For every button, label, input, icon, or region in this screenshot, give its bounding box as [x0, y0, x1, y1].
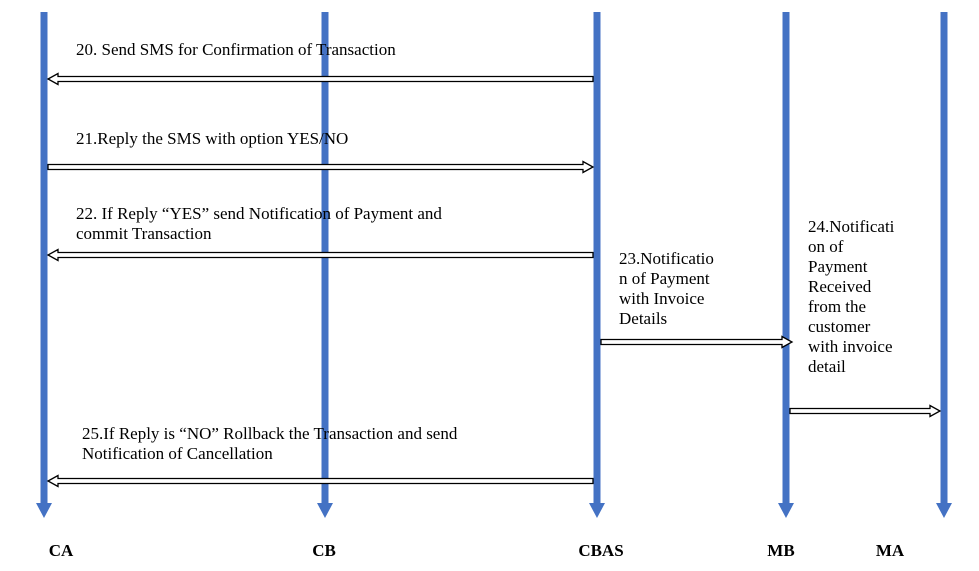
msg-23-arrow	[600, 335, 794, 349]
actor-label-mb: MB	[767, 541, 795, 560]
message-arrows	[46, 72, 942, 488]
msg-25-arrow	[46, 474, 594, 488]
message-23-text: 23.Notificatio n of Payment with Invoice…	[619, 249, 714, 328]
lifeline-mb-arrowhead	[778, 503, 794, 518]
message-24-text: 24.Notificati on of Payment Received fro…	[808, 217, 895, 376]
actor-label-ma: MA	[875, 541, 905, 560]
lifeline-ma-arrowhead	[936, 503, 952, 518]
lifeline-cbas-arrowhead	[589, 503, 605, 518]
lifeline-cbas	[593, 12, 601, 503]
lifeline-ca	[40, 12, 48, 503]
actor-label-ca: CA	[48, 541, 74, 560]
msg-24-arrow	[789, 404, 942, 418]
message-22-text: 22. If Reply “YES” send Notification of …	[76, 204, 442, 243]
message-25-text: 25.If Reply is “NO” Rollback the Transac…	[82, 424, 458, 463]
actor-label-cbas: CBAS	[578, 541, 624, 560]
actor-label-cb: CB	[312, 541, 336, 560]
msg-21-arrow	[47, 160, 595, 174]
message-20-text: 20. Send SMS for Confirmation of Transac…	[76, 40, 396, 59]
message-21-text: 21.Reply the SMS with option YES/NO	[76, 129, 349, 148]
lifeline-ca-arrowhead	[36, 503, 52, 518]
msg-22-arrow	[46, 248, 594, 262]
lifeline-cb-arrowhead	[317, 503, 333, 518]
msg-20-arrow	[46, 72, 594, 86]
lifeline-mb	[782, 12, 790, 503]
lifeline-ma	[940, 12, 948, 503]
